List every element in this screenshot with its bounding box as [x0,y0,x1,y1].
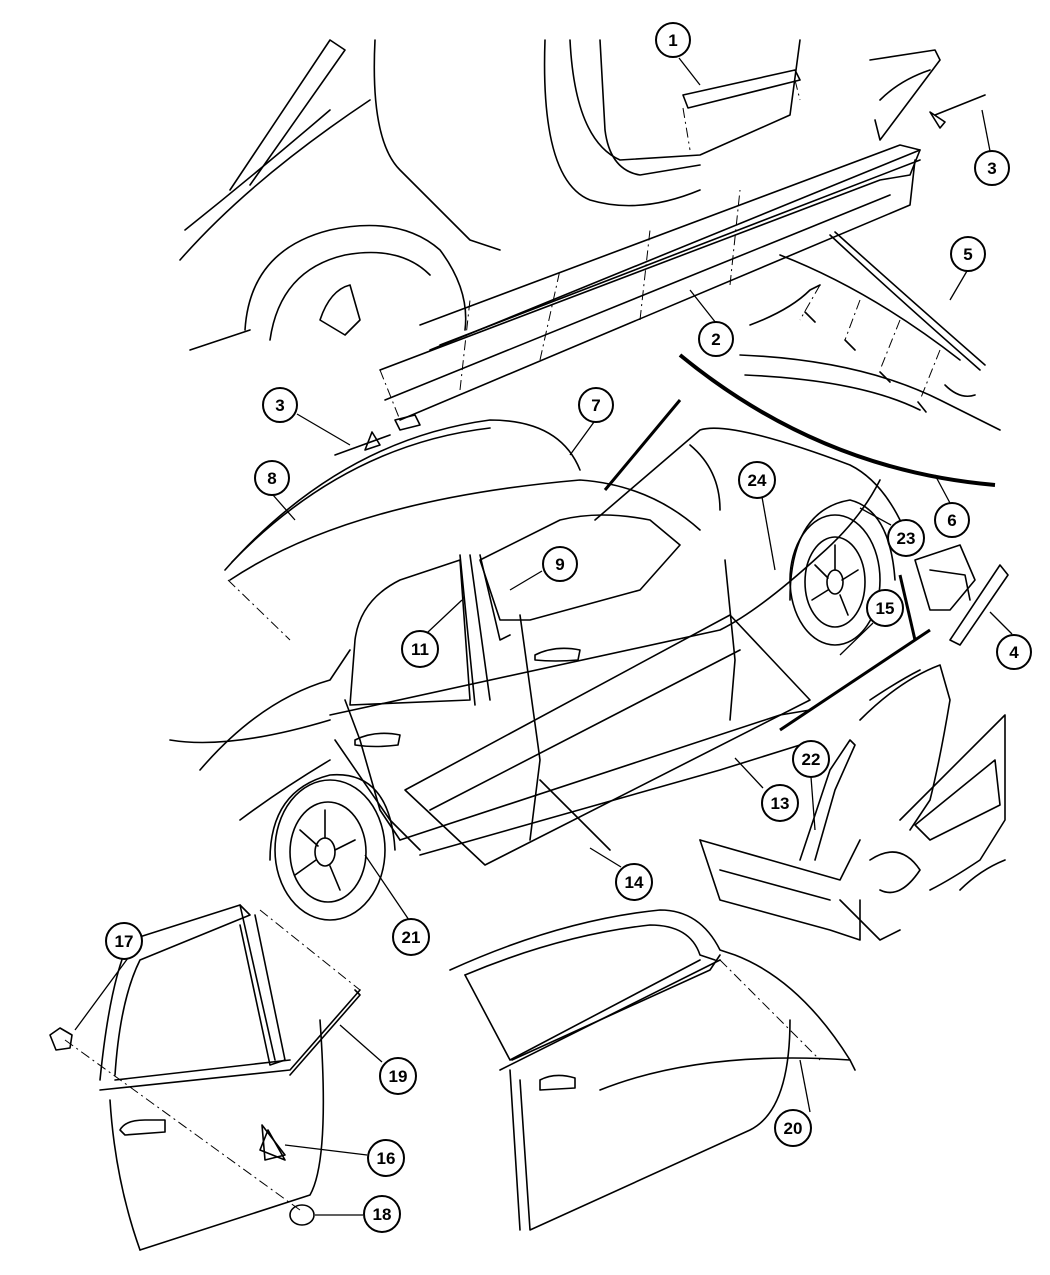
callout-18: 18 [363,1195,401,1233]
rear-door-illustration [49,904,361,1251]
svg-text:18: 18 [373,1205,392,1224]
svg-text:7: 7 [591,396,600,415]
svg-text:9: 9 [555,555,564,574]
roof-molding-inset [678,231,1001,487]
svg-text:4: 4 [1009,643,1019,662]
callout-24: 24 [738,461,776,499]
callout-13: 13 [761,784,799,822]
callout-20: 20 [774,1109,812,1147]
callout-9: 9 [542,546,578,582]
svg-text:21: 21 [402,928,421,947]
svg-text:17: 17 [115,932,134,951]
callout-8: 8 [254,460,290,496]
svg-text:22: 22 [802,750,821,769]
callout-6: 6 [934,502,970,538]
svg-text:2: 2 [711,330,720,349]
svg-text:13: 13 [771,794,790,813]
mirror-part-illustration [914,544,1009,646]
leader-lines [74,57,1013,1216]
svg-text:19: 19 [389,1067,408,1086]
callout-17: 17 [105,922,143,960]
callout-19: 19 [379,1057,417,1095]
callout-15: 15 [866,589,904,627]
callout-3-left: 3 [262,387,298,423]
callout-1: 1 [655,22,691,58]
svg-text:15: 15 [876,599,895,618]
callout-4: 4 [996,634,1032,670]
callout-14: 14 [615,863,653,901]
svg-text:3: 3 [987,159,996,178]
svg-text:20: 20 [784,1119,803,1138]
callout-7: 7 [578,387,614,423]
svg-text:3: 3 [275,396,284,415]
svg-text:16: 16 [377,1149,396,1168]
callout-3-right: 3 [974,150,1010,186]
svg-text:23: 23 [897,529,916,548]
callout-16: 16 [367,1139,405,1177]
svg-text:5: 5 [963,245,972,264]
front-fender-illustration [699,664,1006,941]
callout-21: 21 [392,918,430,956]
svg-text:1: 1 [668,31,677,50]
callout-2: 2 [698,321,734,357]
callout-5: 5 [950,236,986,272]
vehicle-side-illustration [169,399,931,921]
rear-wheel [269,773,396,921]
svg-text:11: 11 [411,640,429,659]
svg-text:6: 6 [947,511,956,530]
callout-11: 11 [401,630,439,668]
callouts: 1 2 3 3 4 5 6 7 8 9 11 13 14 15 16 17 18… [105,22,1032,1233]
callout-23: 23 [887,519,925,557]
callout-22: 22 [792,740,830,778]
front-door-illustration [449,909,856,1231]
svg-text:14: 14 [625,873,644,892]
svg-text:24: 24 [748,471,767,490]
svg-text:8: 8 [267,469,276,488]
body-side-sill-illustration [179,39,986,456]
